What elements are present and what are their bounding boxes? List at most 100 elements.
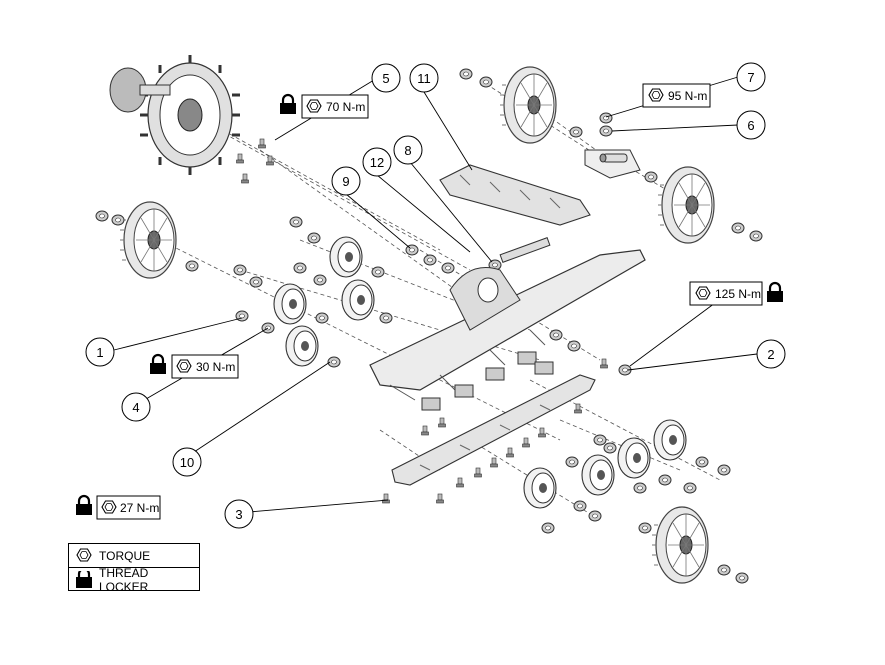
nut — [731, 222, 745, 234]
legend: TORQUE THREAD LOCKER — [68, 543, 200, 594]
svg-text:95 N-m: 95 N-m — [668, 89, 707, 103]
callout-9: 9 — [331, 166, 361, 196]
thread-locker-icon — [765, 281, 785, 304]
axle-bolt — [600, 358, 608, 369]
spacer — [549, 329, 563, 341]
nut — [683, 482, 697, 494]
washer — [289, 216, 303, 228]
svg-text:8: 8 — [404, 143, 411, 158]
torque-icon — [101, 500, 117, 514]
washer — [233, 264, 247, 276]
callout-11: 11 — [409, 63, 439, 93]
svg-text:12: 12 — [370, 155, 384, 170]
nut — [593, 434, 607, 446]
svg-text:125 N-m: 125 N-m — [715, 287, 761, 301]
callout-2: 2 — [756, 339, 786, 369]
nut — [111, 214, 125, 226]
torque-icon — [648, 88, 664, 102]
bearing — [441, 262, 455, 274]
callout-1: 1 — [85, 337, 115, 367]
nut — [717, 564, 731, 576]
nut — [315, 312, 329, 324]
nut — [307, 232, 321, 244]
runner-bolt — [506, 447, 514, 458]
svg-text:27 N-m: 27 N-m — [120, 501, 159, 515]
idler-wheel — [523, 467, 557, 509]
runner-bolt — [522, 437, 530, 448]
svg-text:9: 9 — [342, 174, 349, 189]
sprocket-bolt — [241, 173, 249, 184]
callout-7: 7 — [736, 62, 766, 92]
legend-row-torque: TORQUE — [69, 544, 199, 567]
sprocket-bolt — [258, 138, 266, 149]
nut — [717, 464, 731, 476]
nut — [588, 510, 602, 522]
runner-bolt — [574, 403, 582, 414]
svg-text:3: 3 — [235, 507, 242, 522]
svg-text:30 N-m: 30 N-m — [196, 360, 235, 374]
slide-plate — [439, 164, 591, 226]
legend-torque-label: TORQUE — [99, 548, 151, 563]
svg-text:2: 2 — [767, 347, 774, 362]
runner-bolt — [436, 493, 444, 504]
svg-text:6: 6 — [747, 118, 754, 133]
torque-spec-95: 95 N-m — [642, 83, 711, 108]
idler-wheel — [617, 437, 651, 479]
runner-bolt — [438, 417, 446, 428]
washer — [95, 210, 109, 222]
svg-text:10: 10 — [180, 455, 194, 470]
sprocket-bolt — [236, 153, 244, 164]
nut — [638, 522, 652, 534]
runner-bolt — [382, 493, 390, 504]
nut — [603, 442, 617, 454]
torque-spec-27: 27 N-m — [74, 494, 161, 520]
suspension-post — [421, 351, 554, 411]
torque-icon — [176, 359, 192, 373]
idler-wheel — [329, 236, 363, 278]
idler-wheel — [341, 279, 375, 321]
svg-text:5: 5 — [382, 71, 389, 86]
large-idler-wheel — [119, 201, 177, 279]
callout-8: 8 — [393, 135, 423, 165]
sprocket-shaft — [109, 67, 171, 113]
washer — [599, 112, 613, 124]
nut — [479, 76, 493, 88]
legend-thread-locker-label: THREAD LOCKER — [99, 565, 149, 594]
nut — [313, 274, 327, 286]
callout-6: 6 — [736, 110, 766, 140]
thread-locker-icon — [148, 353, 168, 376]
nut — [379, 312, 393, 324]
drive-sprocket — [140, 55, 240, 175]
thread-locker-icon — [74, 494, 94, 517]
legend-row-thread-locker: THREAD LOCKER — [69, 565, 199, 594]
large-idler-wheel — [657, 166, 715, 244]
idler-wheel — [285, 325, 319, 367]
nut — [249, 276, 263, 288]
svg-text:1: 1 — [96, 345, 103, 360]
nut — [569, 126, 583, 138]
washer — [293, 262, 307, 274]
svg-text:7: 7 — [747, 70, 754, 85]
washer — [599, 125, 613, 137]
bearing — [423, 254, 437, 266]
idler-wheel — [581, 454, 615, 496]
idler-wheel — [273, 283, 307, 325]
nut — [565, 456, 579, 468]
runner-bolt — [474, 467, 482, 478]
axle-shaft — [499, 237, 551, 263]
nut — [695, 456, 709, 468]
callout-10: 10 — [172, 447, 202, 477]
torque-icon — [76, 548, 92, 562]
svg-text:70 N-m: 70 N-m — [326, 100, 365, 114]
callout-3: 3 — [224, 499, 254, 529]
suspension-rail — [369, 249, 646, 401]
hitch-bracket — [584, 149, 641, 179]
runner-bolt — [421, 425, 429, 436]
idler-wheel — [653, 419, 687, 461]
callout-12: 12 — [362, 147, 392, 177]
callout-4: 4 — [121, 392, 151, 422]
torque-spec-70: 70 N-m — [278, 93, 369, 119]
thread-locker-icon — [76, 571, 92, 588]
svg-text:11: 11 — [417, 71, 431, 86]
